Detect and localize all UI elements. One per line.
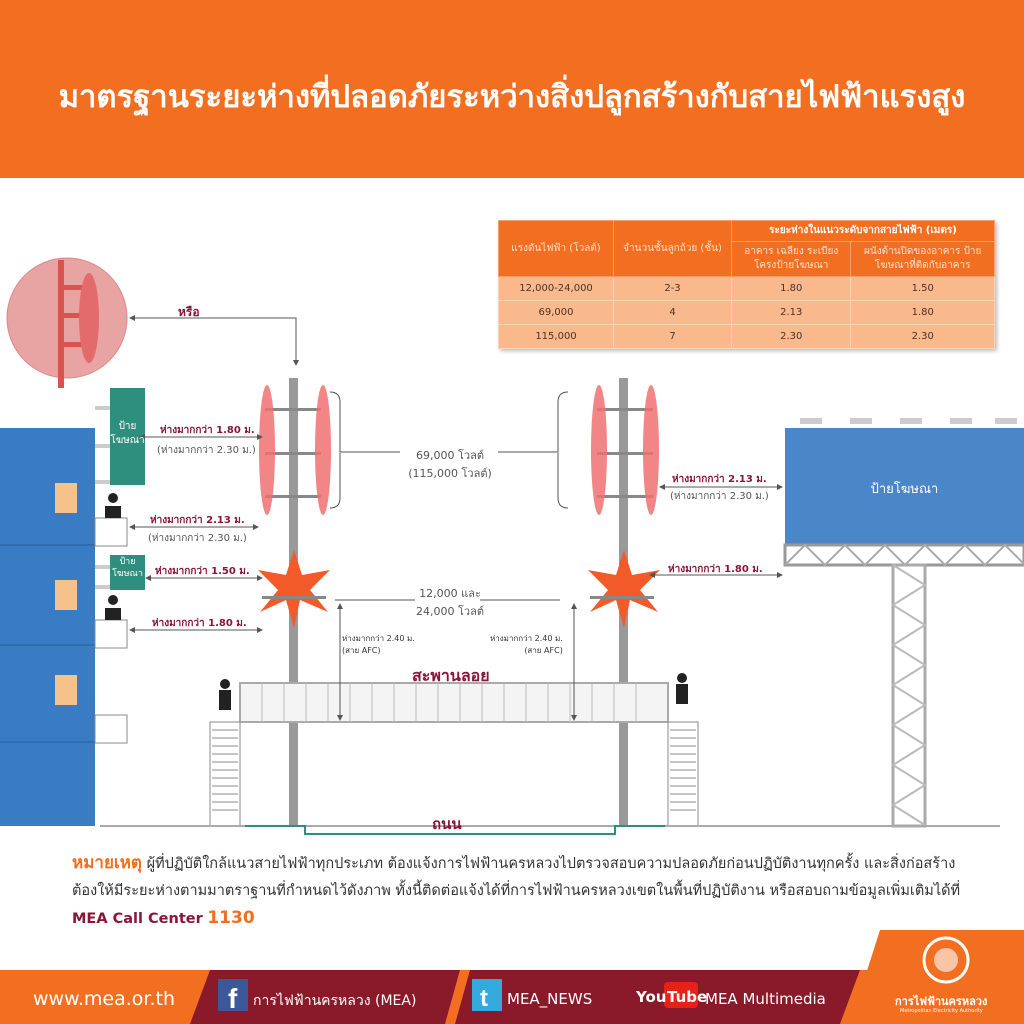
road-label: ถนน — [432, 815, 462, 833]
youtube-link[interactable]: MEA Multimedia — [705, 990, 826, 1008]
cell: 2.30 — [850, 324, 995, 349]
afc-distance: ห่างมากกว่า 2.40 ม. — [342, 634, 415, 643]
afc-label-left: ห่างมากกว่า 2.40 ม. (สาย AFC) — [342, 633, 415, 657]
hv-label: 69,000 โวลต์ (115,000 โวลต์) — [400, 446, 500, 482]
th-col-b: ผนังด้านปิดของอาคาร ป้ายโฆษณาที่ติดกับอา… — [850, 241, 995, 277]
note-text: ผู้ที่ปฏิบัติใกล้แนวสายไฟฟ้าทุกประเภท ต้… — [72, 856, 961, 899]
hv-voltage-alt: (115,000 โวลต์) — [408, 467, 492, 480]
bridge-label: สะพานลอย — [412, 666, 490, 685]
cell: 1.80 — [730, 276, 852, 301]
clearance-sublabel: (ห่างมากกว่า 2.30 ม.) — [157, 445, 256, 456]
youtube-icon — [664, 982, 698, 1008]
call-center: MEA Call Center — [72, 911, 203, 927]
cell: 1.50 — [850, 276, 995, 301]
mv-voltage-2: 24,000 โวลต์ — [416, 605, 484, 618]
svg-text:t: t — [480, 985, 488, 1012]
left-pole — [258, 378, 331, 826]
afc-distance: ห่างมากกว่า 2.40 ม. — [490, 634, 563, 643]
zoom-inset — [6, 257, 128, 388]
note-label: หมายเหตุ — [72, 853, 142, 873]
mv-label: 12,000 และ 24,000 โวลต์ — [400, 584, 500, 620]
cell: 1.80 — [850, 300, 995, 325]
cell: 2-3 — [613, 276, 732, 301]
logo-text: การไฟฟ้านครหลวง — [895, 995, 988, 1008]
pedestrian-bridge — [209, 673, 699, 827]
cell: 12,000-24,000 — [498, 276, 614, 301]
clearance-label: ห่างมากกว่า 2.13 ม. — [150, 515, 245, 526]
mv-voltage: 12,000 และ — [419, 587, 481, 600]
th-voltage: แรงดันไฟฟ้า (โวลต์) — [498, 220, 614, 277]
cell: 2.13 — [730, 300, 852, 325]
hv-voltage: 69,000 โวลต์ — [416, 449, 484, 462]
clearance-label: ห่างมากกว่า 1.50 ม. — [155, 566, 250, 577]
page-title: มาตรฐานระยะห่างที่ปลอดภัยระหว่างสิ่งปลูก… — [58, 79, 966, 115]
cell: 4 — [613, 300, 732, 325]
call-number: 1130 — [207, 908, 255, 928]
website-link[interactable]: www.mea.or.th — [33, 988, 176, 1010]
cell: 2.30 — [730, 324, 852, 349]
sign-label-small: ป้าย โฆษณา — [112, 557, 143, 579]
twitter-link[interactable]: MEA_NEWS — [507, 990, 593, 1008]
mea-logo-icon — [922, 936, 970, 984]
note: หมายเหตุ ผู้ที่ปฏิบัติใกล้แนวสายไฟฟ้าทุก… — [72, 850, 972, 933]
cell: 7 — [613, 324, 732, 349]
left-building — [0, 388, 145, 826]
billboard-label: ป้ายโฆษณา — [870, 482, 939, 497]
billboard-structure — [783, 418, 1024, 828]
facebook-link[interactable]: การไฟฟ้านครหลวง (MEA) — [253, 993, 417, 1009]
cell: 115,000 — [498, 324, 614, 349]
sign-label: ป้าย โฆษณา — [110, 421, 145, 446]
right-pole — [588, 378, 660, 826]
clearance-sublabel: (ห่างมากกว่า 2.30 ม.) — [148, 533, 247, 544]
youtube-tube: Tube — [667, 988, 708, 1006]
afc-label-right: ห่างมากกว่า 2.40 ม. (สาย AFC) — [490, 633, 563, 657]
facebook-icon — [218, 979, 248, 1011]
clearance-label: ห่างมากกว่า 1.80 ม. — [160, 425, 255, 436]
clearance-label: ห่างมากกว่า 1.80 ม. — [668, 564, 763, 575]
clearance-label: ห่างมากกว่า 1.80 ม. — [152, 618, 247, 629]
or-label: หรือ — [178, 305, 200, 319]
svg-text:f: f — [228, 983, 238, 1014]
twitter-icon — [472, 979, 502, 1011]
clearance-sublabel: (ห่างมากกว่า 2.30 ม.) — [670, 491, 769, 502]
afc-sub: (สาย AFC) — [524, 646, 563, 655]
afc-sub: (สาย AFC) — [342, 646, 381, 655]
clearance-label: ห่างมากกว่า 2.13 ม. — [672, 474, 767, 485]
logo-subtext: Metropolitan Electricity Authority — [900, 1008, 983, 1014]
th-distance: ระยะห่างในแนวระดับจากสายไฟฟ้า (เมตร) — [731, 220, 995, 242]
header-banner: มาตรฐานระยะห่างที่ปลอดภัยระหว่างสิ่งปลูก… — [0, 0, 1024, 178]
clearance-table: แรงดันไฟฟ้า (โวลต์)จำนวนชั้นลูกถ้วย (ชั้… — [498, 220, 995, 349]
youtube-you: You — [636, 988, 667, 1006]
